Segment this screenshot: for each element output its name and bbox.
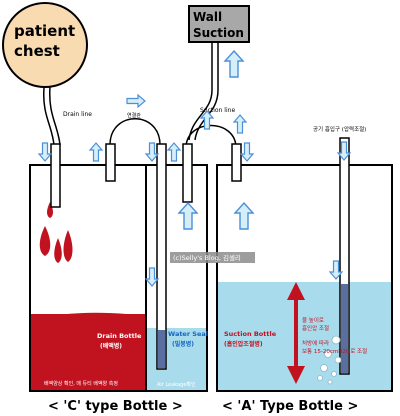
drain-tube [50,143,61,208]
wall-suction-label-1: Wall [193,10,222,24]
flow-arrows [38,50,351,287]
patient-chest-label-1: patient [14,22,75,40]
pressure-note-1b: 흡인압 조절 [302,324,329,332]
a-inlet-tube [231,143,242,182]
pressure-note-2b: 보통 15-20cmH2O로 조절 [302,347,367,355]
wall-suction-label-2: Suction [193,26,244,40]
air-leakage-label: Air Leakage확인 [157,381,196,388]
pressure-note-2a: 처방에 따라 [302,339,329,347]
suction-bottle-label-2: (흡인압조절병) [224,340,263,348]
drain-bottle-label-1: Drain Bottle [97,332,142,340]
water-seal-tube [156,143,167,370]
connecting-tube-label: 연결관 [127,112,141,119]
a-type-caption: < 'A' Type Bottle > [222,399,358,414]
air-inlet-tube [339,137,350,375]
air-inlet-label: 공기 흡입구 (압력조절) [313,125,366,133]
connecting-tube [109,118,161,146]
wall-suction-tube [188,42,213,141]
water-seal-label-2: (밀봉병) [172,340,194,348]
suction-bottle-label-1: Suction Bottle [224,330,277,338]
drain-blood-surface [31,312,146,326]
air-inlet-tube-submerged [341,284,348,373]
patient-chest: patient chest [2,2,88,88]
water-seal-outlet-tube [182,143,193,203]
water-height-arrow [287,282,305,384]
drain-connector-tube [105,143,116,182]
wall-suction: Wall Suction [188,5,250,43]
drain-line [43,86,61,146]
suction-tube [185,124,237,165]
water-seal-tube-submerged [158,330,165,368]
water-seal-label-1: Water Seal [168,330,208,338]
suction-line-label: Suction line [200,107,235,114]
drain-bottle-label-2: (배액병) [100,342,122,350]
pressure-note-1a: 물 높이로 [302,316,324,324]
watermark-bg [170,252,255,263]
patient-chest-label-2: chest [14,42,60,60]
blood-drops [39,202,73,263]
bubbles [317,335,342,385]
drain-line-label: Drain line [63,111,92,118]
watermark: (c)Selly's Blog, 김셀리 [173,253,241,262]
drain-bottom-note: 배액양상 확인, 매 듀티 배액양 측정 [44,380,118,387]
c-type-caption: < 'C' type Bottle > [48,399,183,414]
drain-bottle-blood [31,314,146,390]
